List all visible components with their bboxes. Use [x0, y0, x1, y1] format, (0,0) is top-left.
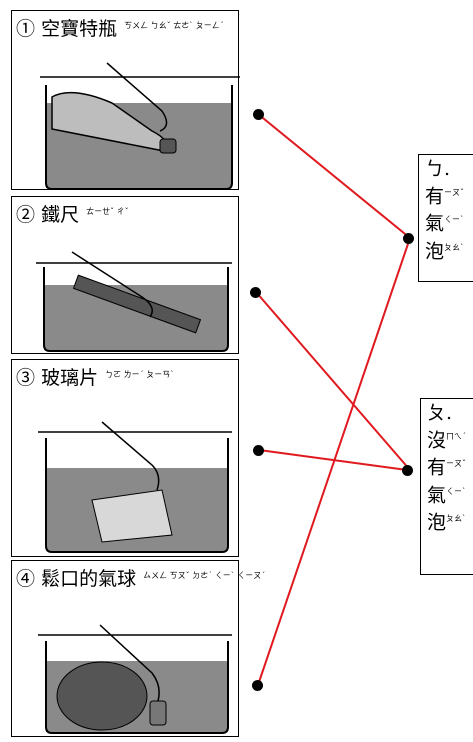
- answer-line: 有ㄧㄡˇ: [427, 456, 467, 479]
- match-line-bottle: [257, 113, 411, 239]
- glass-in-water-illustration: [38, 421, 232, 553]
- card-title-char: 鐵尺: [41, 204, 80, 226]
- match-dot[interactable]: [253, 445, 264, 456]
- card-bottle: ① 空寶特瓶 ㄎㄨㄥ ㄅㄠˇ ㄊㄜˋ ㄆㄧㄥˊ: [11, 10, 240, 190]
- match-dot[interactable]: [402, 465, 413, 476]
- bopomofo-annotation: ㄧㄡˇ: [446, 459, 467, 469]
- match-dot[interactable]: [403, 233, 414, 244]
- card-title-char: 玻璃片: [41, 367, 99, 389]
- ruler-in-water-illustration: [36, 251, 232, 352]
- balloon-in-water-illustration: [38, 624, 232, 734]
- card-title-char: 空寶特瓶: [41, 18, 118, 40]
- answer-line: 氣ㄑㄧˋ: [427, 483, 467, 506]
- bopomofo-annotation: ㄙㄨㄥ ㄎㄡˇ ㄉㄜ˙ ㄑㄧˋ ㄑㄧㄡˊ: [143, 570, 266, 580]
- bopomofo-annotation: ㄅㄛ ㄌㄧˊ ㄆㄧㄢˋ: [105, 369, 175, 379]
- bopomofo-annotation: ㄆㄠˋ: [446, 513, 467, 523]
- card-title: ② 鐵尺 ㄊㄧㄝˇ ㄔˇ: [16, 200, 129, 227]
- match-line-balloon: [257, 237, 411, 686]
- answer-line: 泡ㄆㄠˋ: [425, 239, 465, 262]
- bopomofo-annotation: ㄇㄟˊ: [446, 432, 467, 441]
- bopomofo-annotation: ㄊㄧㄝˇ ㄔˇ: [86, 206, 129, 216]
- card-number: ④: [16, 568, 36, 590]
- card-title: ① 空寶特瓶 ㄎㄨㄥ ㄅㄠˇ ㄊㄜˋ ㄆㄧㄥˊ: [16, 14, 224, 41]
- answer-box-no-bubbles: ㄆ. 沒ㄇㄟˊ 有ㄧㄡˇ 氣ㄑㄧˋ 泡ㄆㄠˋ: [420, 398, 473, 575]
- match-line-glass: [258, 449, 408, 471]
- match-dot[interactable]: [252, 680, 263, 691]
- answer-line: 泡ㄆㄠˋ: [427, 511, 467, 534]
- bottle-in-water-illustration: [40, 62, 240, 190]
- answer-box-bubbles: ㄅ. 有ㄧㄡˇ 氣ㄑㄧˋ 泡ㄆㄠˋ: [418, 154, 473, 282]
- card-title: ③ 玻璃片 ㄅㄛ ㄌㄧˊ ㄆㄧㄢˋ: [16, 363, 174, 390]
- bopomofo-annotation: ㄑㄧˋ: [446, 486, 467, 496]
- card-number: ②: [16, 204, 36, 226]
- card-number: ①: [16, 18, 36, 40]
- bopomofo-annotation: ㄎㄨㄥ ㄅㄠˇ ㄊㄜˋ ㄆㄧㄥˊ: [124, 20, 224, 30]
- card-glass: ③ 玻璃片 ㄅㄛ ㄌㄧˊ ㄆㄧㄢˋ: [11, 359, 239, 557]
- bopomofo-annotation: ㄑㄧˋ: [444, 215, 465, 225]
- card-title: ④ 鬆口的氣球 ㄙㄨㄥ ㄎㄡˇ ㄉㄜ˙ ㄑㄧˋ ㄑㄧㄡˊ: [16, 564, 265, 591]
- card-iron-ruler: ② 鐵尺 ㄊㄧㄝˇ ㄔˇ: [11, 196, 239, 354]
- card-balloon: ④ 鬆口的氣球 ㄙㄨㄥ ㄎㄡˇ ㄉㄜ˙ ㄑㄧˋ ㄑㄧㄡˊ: [11, 560, 265, 737]
- answer-label: ㄅ.: [425, 158, 451, 180]
- bopomofo-annotation: ㄧㄡˇ: [444, 188, 465, 197]
- card-title-char: 鬆口的氣球: [41, 568, 137, 590]
- answer-label: ㄆ.: [427, 402, 453, 424]
- answer-line: 沒ㄇㄟˊ: [427, 429, 467, 452]
- answer-line: 氣ㄑㄧˋ: [425, 212, 465, 235]
- card-number: ③: [16, 367, 36, 389]
- match-line-ruler: [255, 291, 411, 471]
- match-dot[interactable]: [253, 109, 264, 120]
- answer-line: 有ㄧㄡˇ: [425, 185, 465, 208]
- bopomofo-annotation: ㄆㄠˋ: [444, 242, 465, 252]
- match-dot[interactable]: [250, 287, 261, 298]
